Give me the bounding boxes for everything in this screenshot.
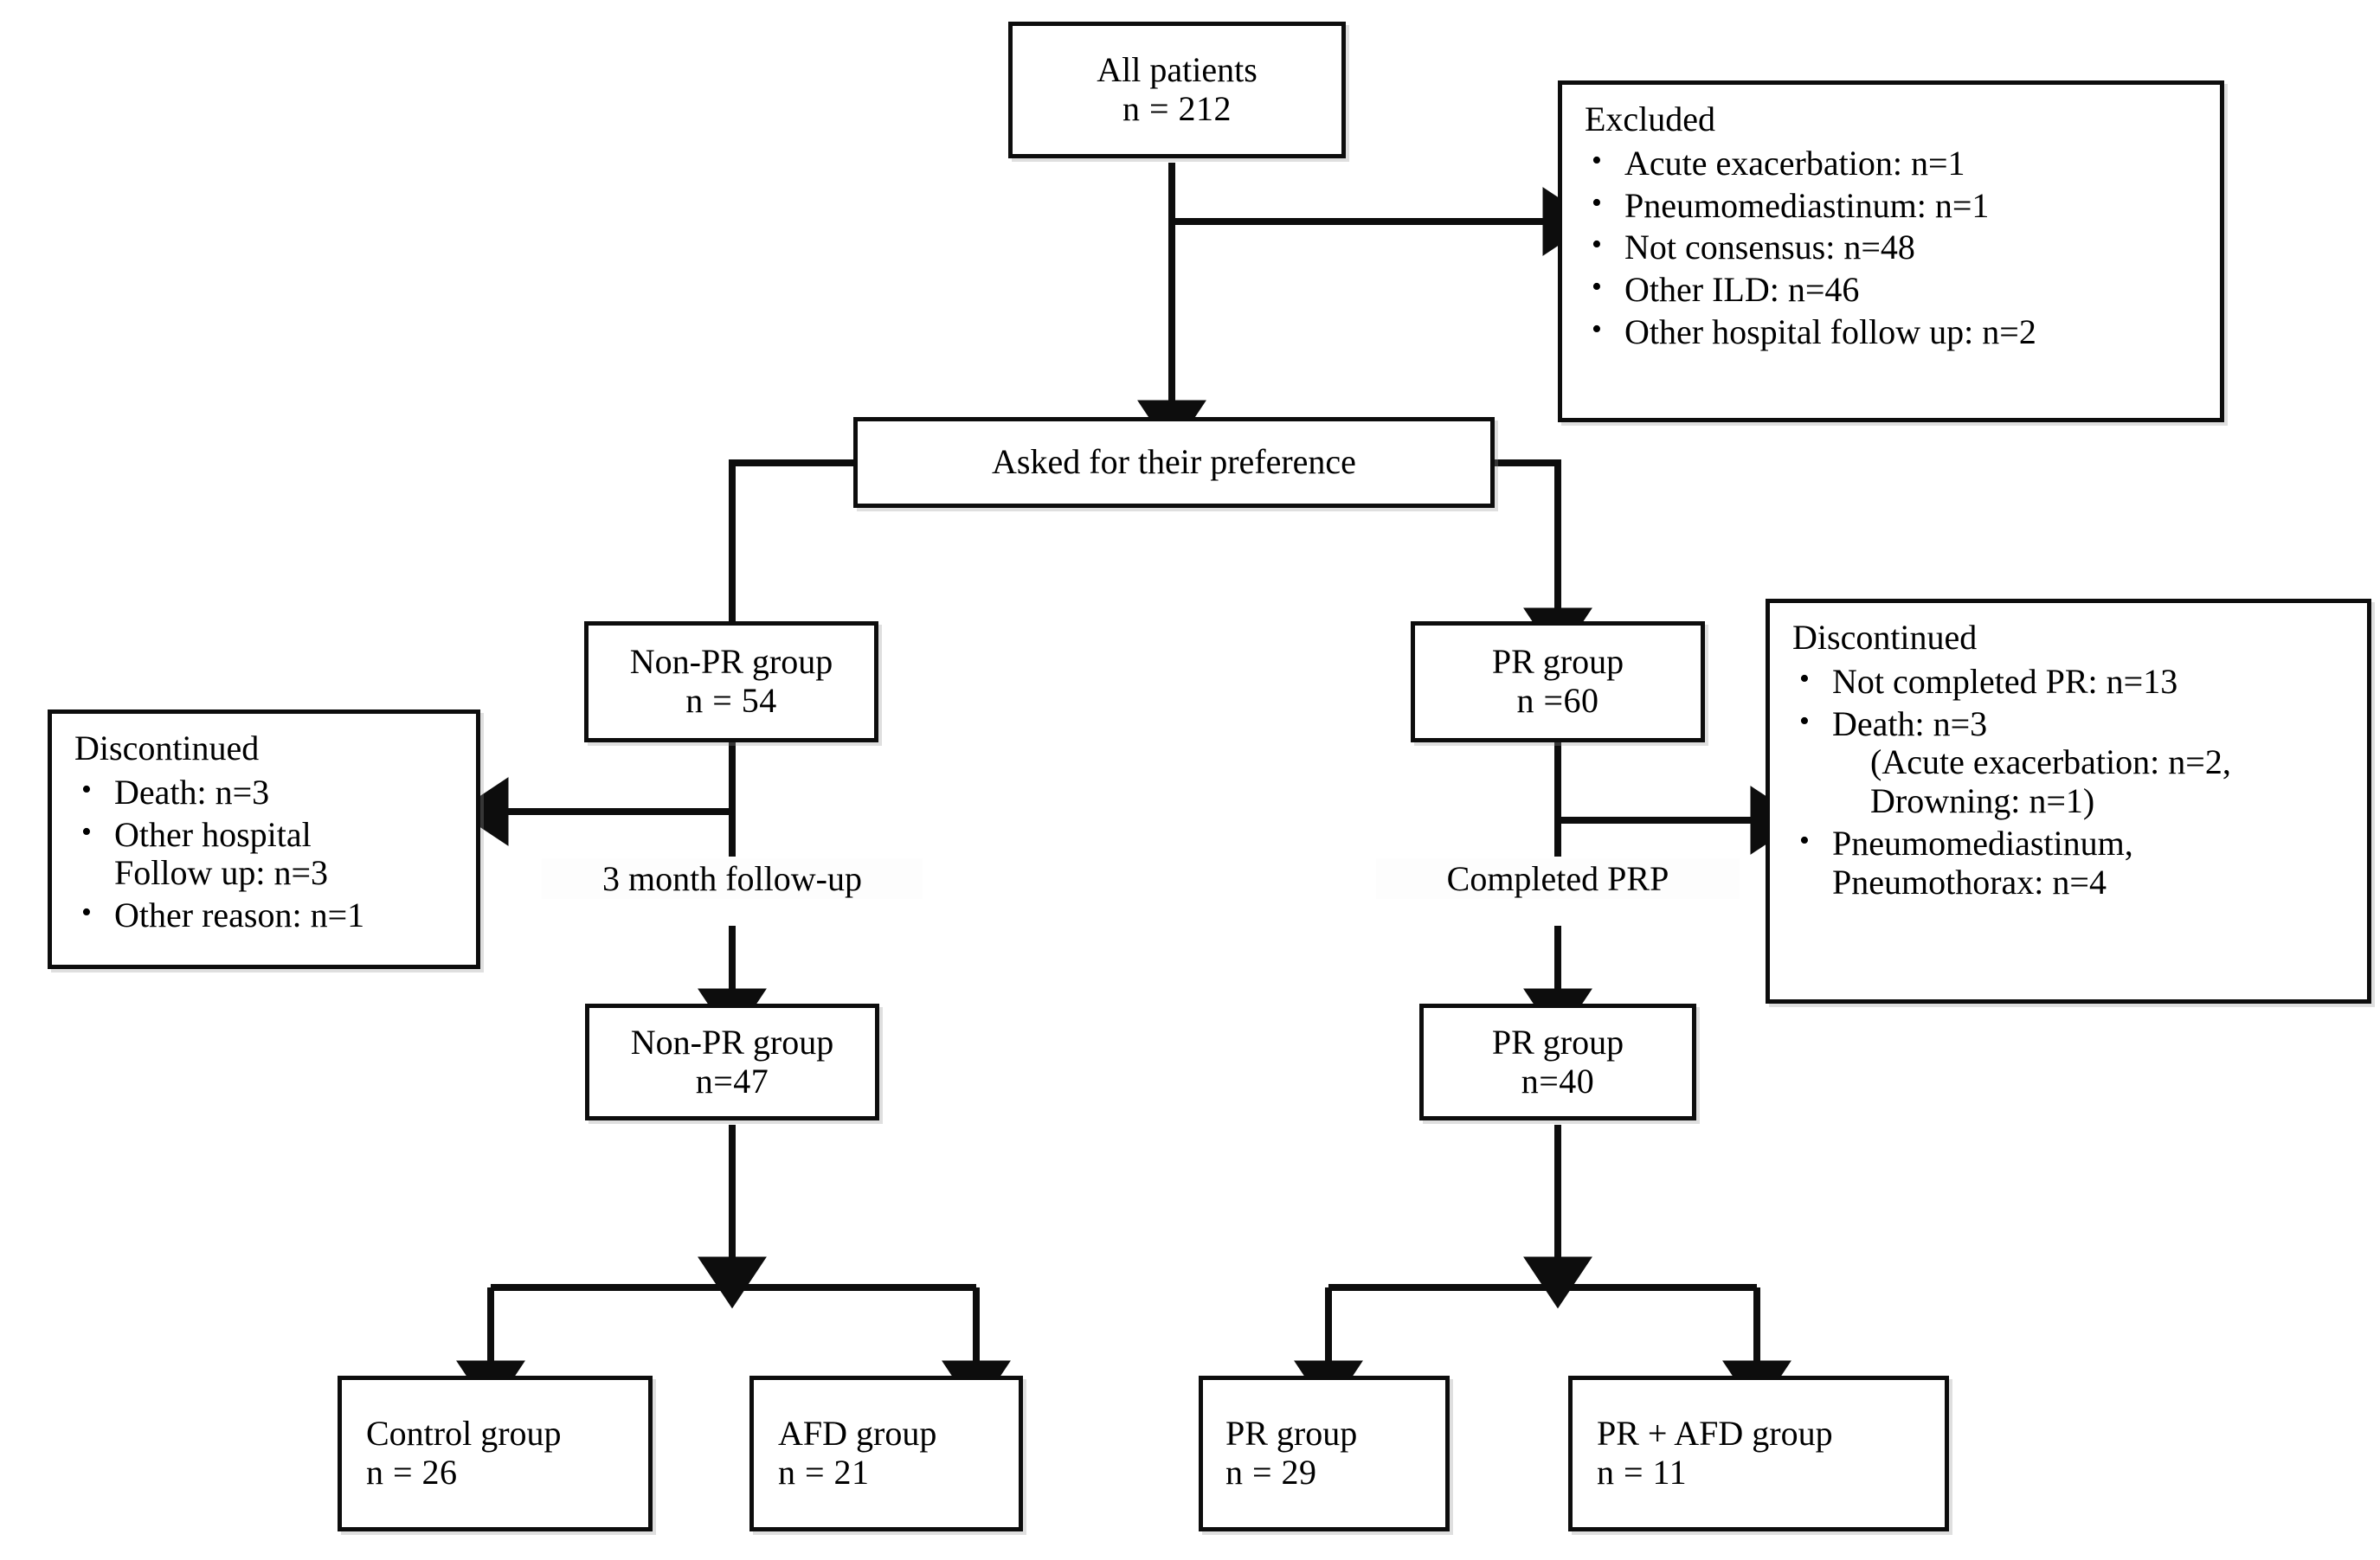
list-item: • Pneumomediastinum,Pneumothorax: n=4 bbox=[1792, 823, 2348, 902]
pr-group-count: n =60 bbox=[1516, 681, 1599, 720]
discontinued-right-item-text: Death: n=3 bbox=[1832, 703, 1988, 743]
control-group-count: n = 26 bbox=[366, 1453, 458, 1492]
list-item: • Acute exacerbation: n=1 bbox=[1585, 144, 2201, 183]
discontinued-right-header: Discontinued bbox=[1792, 618, 1978, 657]
node-discontinued-right[interactable]: Discontinued • Not completed PR: n=13 • De… bbox=[1766, 599, 2371, 1004]
pr-group-fu-count: n=40 bbox=[1521, 1061, 1595, 1101]
all-patients-title: All patients bbox=[1097, 50, 1258, 90]
pr-group-fu-title: PR group bbox=[1491, 1022, 1624, 1062]
node-afd-group[interactable]: AFD group n = 21 bbox=[749, 1376, 1023, 1531]
pr-group-final-title: PR group bbox=[1225, 1414, 1358, 1454]
node-pr-group-final[interactable]: PR group n = 29 bbox=[1199, 1376, 1450, 1531]
bullet-icon: • bbox=[1799, 704, 1810, 737]
bullet-icon: • bbox=[1799, 662, 1810, 695]
node-all-patients[interactable]: All patients n = 212 bbox=[1008, 22, 1346, 158]
afd-group-title: AFD group bbox=[778, 1414, 937, 1454]
discontinued-left-header: Discontinued bbox=[74, 729, 260, 767]
non-pr-group-fu-count: n=47 bbox=[695, 1061, 769, 1101]
list-item: • Other reason: n=1 bbox=[74, 896, 457, 935]
all-patients-count: n = 212 bbox=[1122, 89, 1232, 128]
excluded-item-text: Pneumomediastinum: n=1 bbox=[1624, 185, 1990, 225]
non-pr-group-fu-title: Non-PR group bbox=[630, 1022, 834, 1062]
discontinued-left-item-text: Death: n=3 bbox=[114, 772, 270, 812]
discontinued-right-item-subtext2: Drowning: n=1) bbox=[1870, 781, 2095, 821]
node-non-pr-group[interactable]: Non-PR group n = 54 bbox=[584, 621, 878, 742]
discontinued-left-item-text: Other hospital bbox=[114, 814, 312, 854]
list-item: • Not completed PR: n=13 bbox=[1792, 661, 2348, 702]
excluded-item-text: Acute exacerbation: n=1 bbox=[1624, 143, 1965, 183]
list-item: • Death: n=3(Acute exacerbation: n=2,Drow… bbox=[1792, 703, 2348, 821]
node-asked-preference[interactable]: Asked for their preference bbox=[853, 417, 1495, 508]
control-group-title: Control group bbox=[366, 1414, 562, 1454]
list-item: • Other hospital follow up: n=2 bbox=[1585, 311, 2201, 352]
node-pr-group-followup[interactable]: PR group n=40 bbox=[1419, 1004, 1696, 1120]
pr-afd-group-title: PR + AFD group bbox=[1597, 1414, 1833, 1454]
bullet-icon: • bbox=[1592, 271, 1602, 304]
list-item: • Pneumomediastinum: n=1 bbox=[1585, 185, 2201, 226]
bullet-icon: • bbox=[1592, 228, 1602, 261]
excluded-item-text: Not consensus: n=48 bbox=[1624, 228, 1915, 267]
node-pr-group[interactable]: PR group n =60 bbox=[1411, 621, 1705, 742]
pr-group-final-count: n = 29 bbox=[1225, 1453, 1317, 1492]
list-item: • Other ILD: n=46 bbox=[1585, 270, 2201, 310]
excluded-header: Excluded bbox=[1585, 100, 1716, 138]
bullet-icon: • bbox=[81, 815, 92, 848]
edge-label-completed-prp: Completed PRP bbox=[1376, 858, 1740, 899]
discontinued-right-list: • Not completed PR: n=13 • Death: n=3(Acut… bbox=[1792, 661, 2348, 906]
non-pr-group-count: n = 54 bbox=[685, 681, 777, 720]
bullet-icon: • bbox=[1799, 824, 1810, 857]
pr-afd-group-count: n = 11 bbox=[1597, 1453, 1688, 1492]
node-discontinued-left[interactable]: Discontinued • Death: n=3 • Other hospital… bbox=[48, 709, 480, 969]
list-item: • Not consensus: n=48 bbox=[1585, 228, 2201, 267]
asked-preference-title: Asked for their preference bbox=[992, 442, 1356, 482]
bullet-icon: • bbox=[1592, 312, 1602, 345]
discontinued-left-item-text: Other reason: n=1 bbox=[114, 896, 365, 935]
non-pr-group-title: Non-PR group bbox=[629, 642, 833, 682]
discontinued-right-item-subtext: Pneumothorax: n=4 bbox=[1832, 862, 2107, 902]
discontinued-right-item-subtext: (Acute exacerbation: n=2, bbox=[1870, 742, 2231, 782]
node-excluded[interactable]: Excluded • Acute exacerbation: n=1 • Pneum… bbox=[1558, 80, 2224, 422]
bullet-icon: • bbox=[1592, 186, 1602, 219]
bullet-icon: • bbox=[81, 773, 92, 806]
node-pr-afd-group[interactable]: PR + AFD group n = 11 bbox=[1568, 1376, 1949, 1531]
edge-asked-to-pr bbox=[1495, 459, 1592, 660]
bullet-icon: • bbox=[81, 896, 92, 929]
node-non-pr-group-followup[interactable]: Non-PR group n=47 bbox=[585, 1004, 879, 1120]
list-item: • Death: n=3 bbox=[74, 772, 457, 812]
node-control-group[interactable]: Control group n = 26 bbox=[338, 1376, 653, 1531]
discontinued-right-item-text: Not completed PR: n=13 bbox=[1832, 661, 2178, 701]
pr-group-title: PR group bbox=[1491, 642, 1624, 682]
excluded-item-text: Other ILD: n=46 bbox=[1624, 270, 1860, 310]
edge-label-three-month: 3 month follow-up bbox=[542, 858, 923, 899]
afd-group-count: n = 21 bbox=[778, 1453, 870, 1492]
discontinued-left-item-subtext: Follow up: n=3 bbox=[114, 853, 329, 893]
bullet-icon: • bbox=[1592, 144, 1602, 177]
edge-asked-to-nonpr bbox=[729, 459, 853, 624]
discontinued-right-item-text: Pneumomediastinum, bbox=[1832, 823, 2133, 863]
excluded-list: • Acute exacerbation: n=1 • Pneumomediasti… bbox=[1585, 144, 2201, 356]
excluded-item-text: Other hospital follow up: n=2 bbox=[1624, 311, 2036, 351]
